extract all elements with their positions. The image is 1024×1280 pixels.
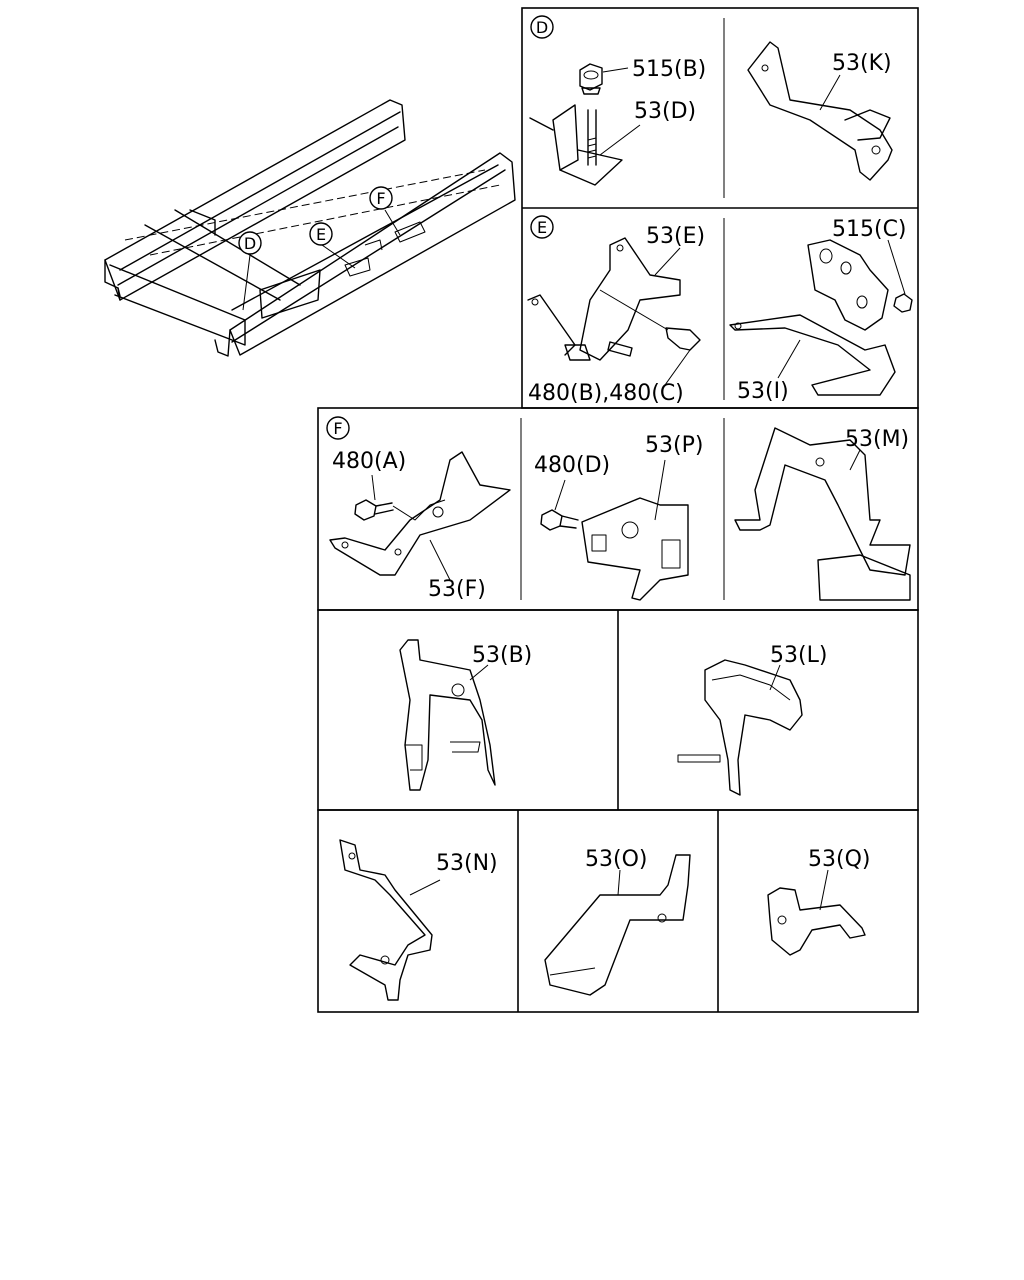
label-53p: 53(P) — [645, 433, 703, 458]
panel-l: 53(L) — [677, 643, 827, 796]
label-480d: 480(D) — [534, 453, 610, 478]
panel-p: 480(D) 53(P) — [534, 433, 703, 601]
panel-f: F 480(A) 53(F) — [326, 416, 511, 602]
label-53d: 53(D) — [634, 99, 696, 124]
panel-d: D 515(B) 53(D) — [529, 15, 706, 186]
panel-m: 53(M) — [734, 427, 911, 601]
panel-d-callout — [530, 15, 554, 39]
callout-circle-f — [369, 186, 393, 210]
label-480bc: 480(B),480(C) — [528, 381, 684, 406]
panel-e: E 53(E) 480(B),480(C) — [527, 215, 705, 406]
panel-d-callout-text: D — [536, 18, 548, 37]
label-515c: 515(C) — [832, 217, 907, 242]
label-53f: 53(F) — [428, 577, 486, 602]
chassis-frame-overview: D E F — [104, 99, 516, 357]
label-53l: 53(L) — [770, 643, 827, 668]
label-53m: 53(M) — [845, 427, 909, 452]
panel-b: 53(B) — [399, 639, 532, 791]
panel-k: 53(K) — [747, 41, 893, 181]
callout-e-text: E — [316, 225, 326, 244]
label-53o: 53(O) — [585, 847, 647, 872]
panel-n: 53(N) — [339, 839, 498, 1001]
label-515b: 515(B) — [632, 57, 706, 82]
panel-o: 53(O) — [544, 847, 691, 996]
panel-i: 515(C) 53(I) — [729, 217, 913, 404]
panel-f-callout-text: F — [333, 419, 342, 438]
label-480a: 480(A) — [332, 449, 406, 474]
panel-e-callout — [530, 215, 554, 239]
callout-circle-d — [238, 231, 262, 255]
label-53k: 53(K) — [832, 51, 892, 76]
callout-circle-e — [309, 222, 333, 246]
label-53i: 53(I) — [737, 379, 789, 404]
label-53e: 53(E) — [646, 224, 705, 249]
panel-q: 53(Q) — [767, 847, 870, 956]
grid-frames — [317, 7, 919, 1013]
label-53b: 53(B) — [472, 643, 532, 668]
panel-e-callout-text: E — [537, 218, 547, 237]
label-53q: 53(Q) — [808, 847, 870, 872]
label-53n: 53(N) — [436, 851, 498, 876]
panel-f-callout — [326, 416, 350, 440]
callout-f-text: F — [376, 189, 385, 208]
callout-d-text: D — [244, 234, 256, 253]
